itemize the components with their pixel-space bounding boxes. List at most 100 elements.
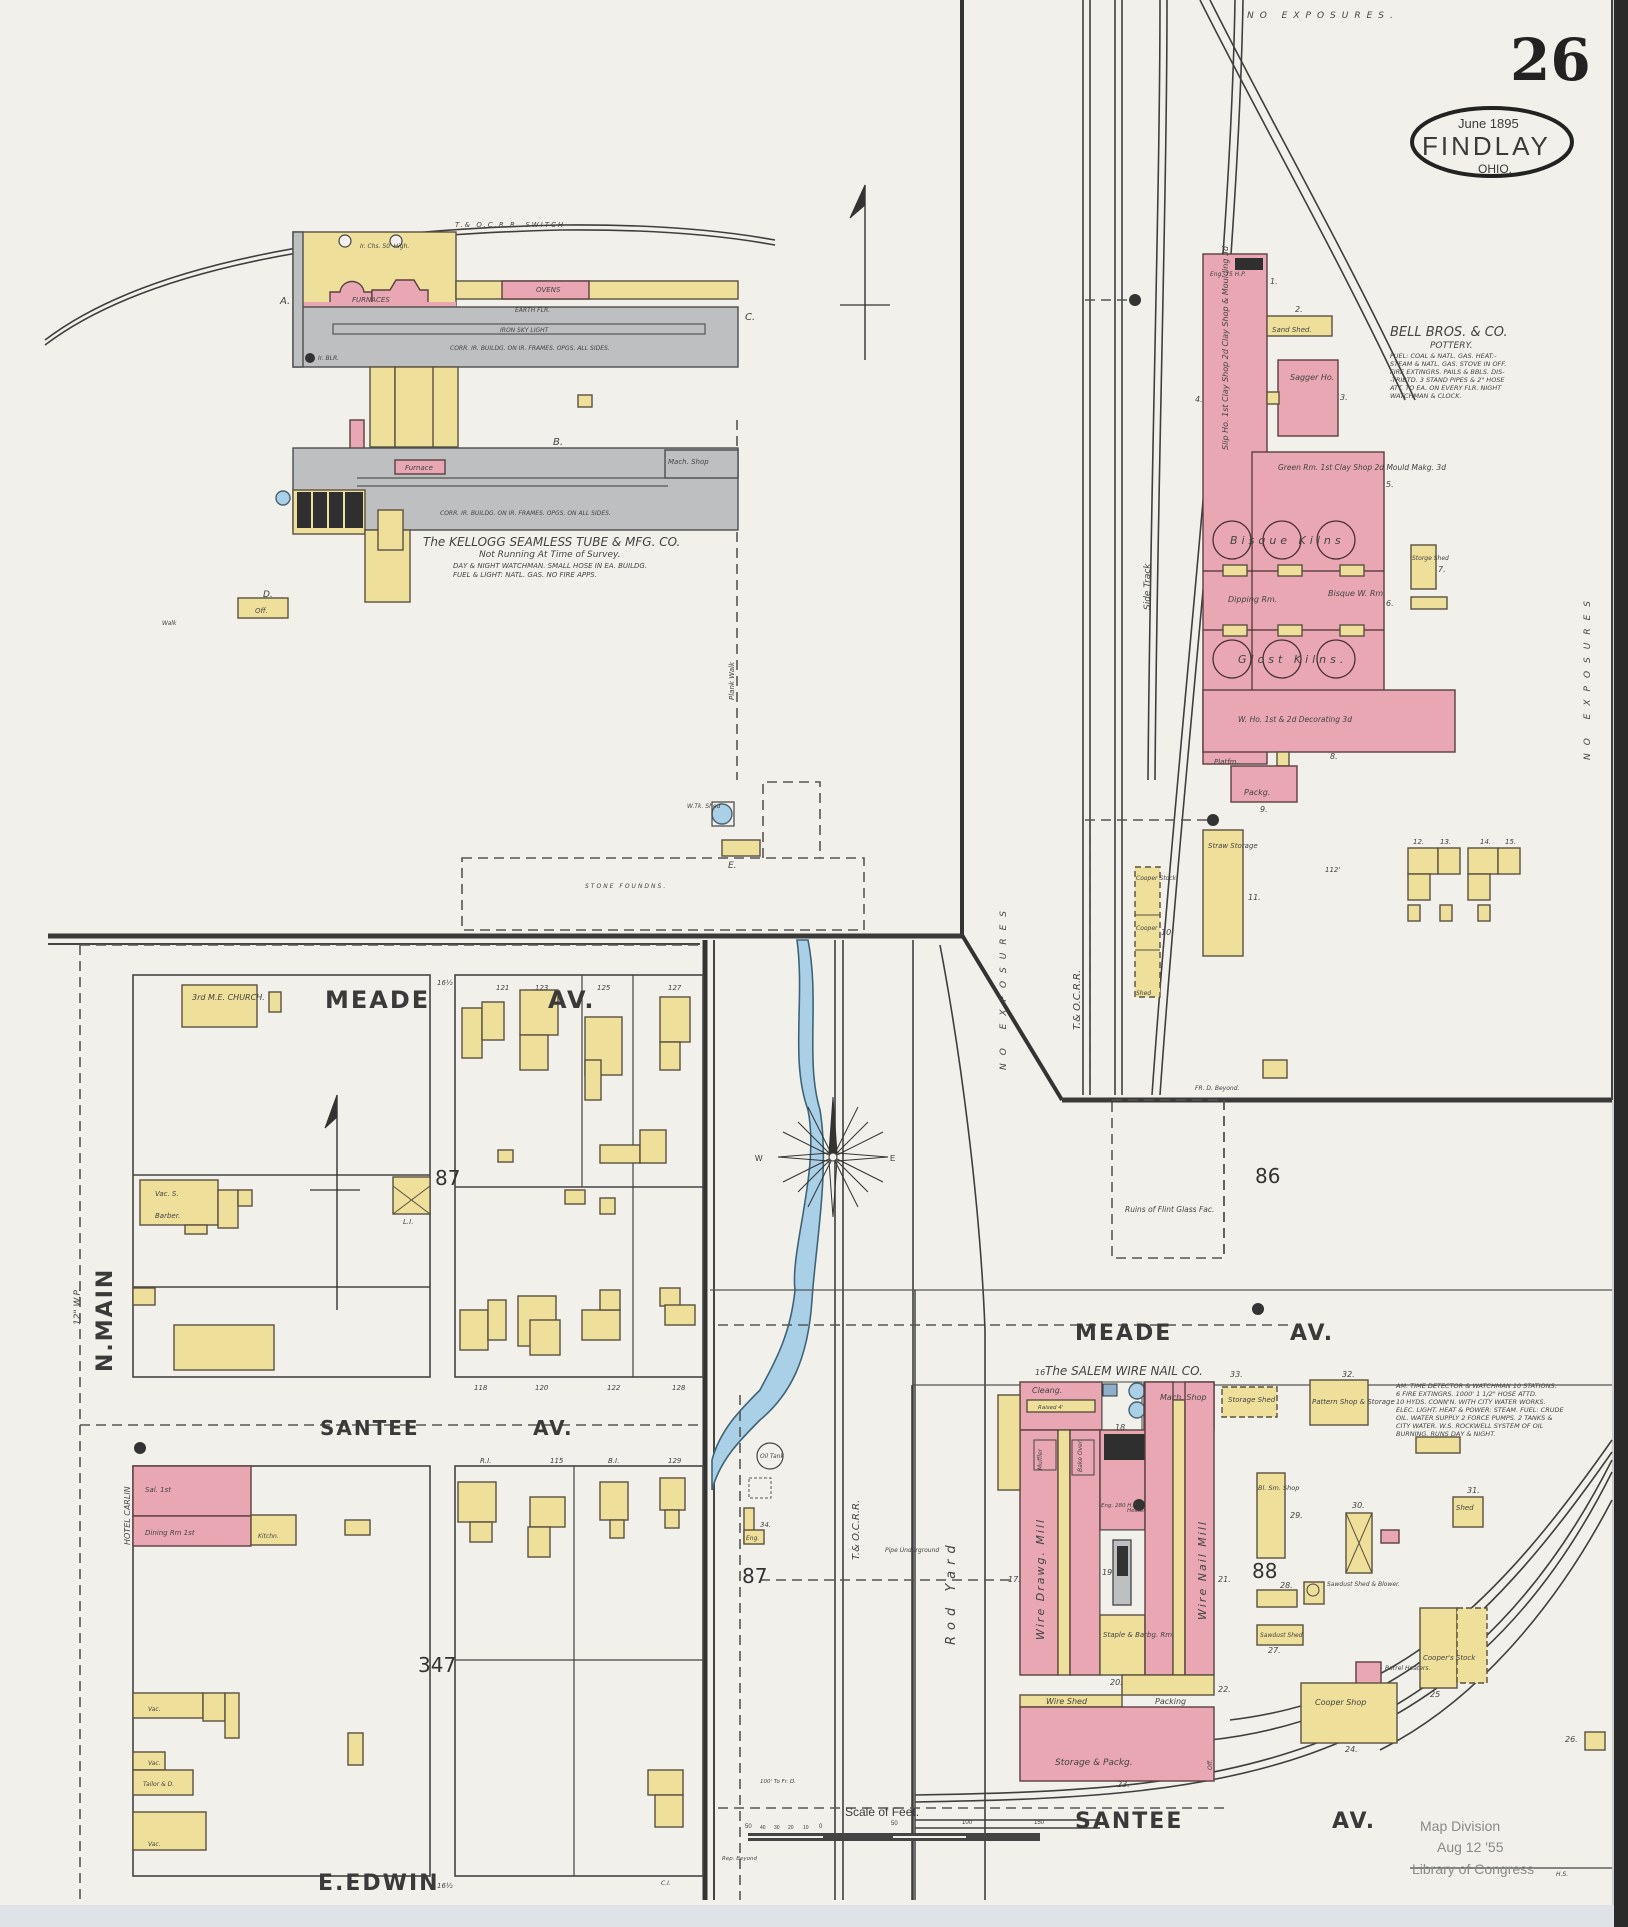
bell-bldg-10: 10 (1161, 928, 1171, 937)
house-115: 115 (550, 1457, 564, 1465)
salem-bldg-28: 28. (1280, 1581, 1293, 1590)
hotel-carlin-label: HOTEL CARLIN (123, 1486, 132, 1545)
earth-flr-label: EARTH FLR. (515, 307, 550, 314)
bell-bldg-3: 3. (1340, 393, 1348, 402)
block-number-86: 86 (1255, 1164, 1280, 1188)
rod-yard-label: Rod Yard (944, 1539, 959, 1645)
cooper-shop-label: Cooper Shop (1315, 1698, 1366, 1707)
cooper-label: Cooper (1136, 925, 1158, 932)
width-1: 16½ (437, 979, 453, 987)
bell-bldg-12: 12. (1413, 838, 1424, 846)
bl-sm-shop-label: Bl. Sm. Shop (1258, 1484, 1299, 1492)
kellogg-bldg-b: B. (553, 437, 563, 448)
scale-tick-10: 10 (803, 1825, 809, 1831)
boiler-label: Ir. BLR. (318, 355, 339, 362)
salem-bldg-30: 30. (1352, 1501, 1365, 1510)
block-number-87-west: 87 (435, 1166, 460, 1190)
ovens-label: OVENS (536, 286, 561, 294)
exposures-rr-label: NO EXPOSURES (999, 903, 1009, 1070)
kellogg-bldg-a: A. (279, 296, 290, 307)
salem-bldg-33: 33. (1230, 1370, 1243, 1379)
bisque-w-rm-label: Bisque W. Rm. (1328, 589, 1386, 598)
saloon-label: Sal. 1st (145, 1486, 171, 1494)
salem-bldg-18: 18. (1115, 1423, 1128, 1432)
salem-bldg-23: 23. (1117, 1780, 1130, 1789)
mach-shop-label: Mach. Shop (668, 458, 709, 466)
rep-beyond: Rep. Beyond (722, 1856, 757, 1862)
stone-foundations-label: STONE FOUNDNS. (585, 883, 667, 890)
bell-notes-1: STEAM & NATL. GAS. STOVE IN OFF. (1390, 360, 1506, 368)
packing-label: Packing (1155, 1697, 1186, 1706)
heater-label: Heater (1127, 1508, 1146, 1514)
barber-label: Barber. (155, 1212, 180, 1220)
vac-s-label: Vac. S. (155, 1190, 179, 1198)
salem-bldg-31: 31. (1467, 1486, 1480, 1495)
vac-label-2: Vac. (148, 1760, 161, 1767)
bell-company-name: BELL BROS. & CO. (1390, 325, 1508, 340)
cooper-stock-label: Cooper Stock (1136, 875, 1177, 882)
stamp-initials: H.S. (1556, 1871, 1568, 1878)
house-127: 127 (668, 984, 682, 992)
salem-bldg-26: 26. (1565, 1735, 1578, 1744)
scale-bar (748, 1833, 1040, 1841)
bell-bldg-11: 11. (1248, 893, 1261, 902)
salem-bldg-20: 20. (1110, 1678, 1123, 1687)
house-ri: R.I. (480, 1457, 491, 1465)
bisque-kilns-label: Bisque Kilns (1230, 534, 1345, 547)
rr-north-label: T.& O.C.R.R. (1072, 970, 1083, 1030)
dining-label: Dining Rm 1st (145, 1529, 195, 1537)
street-meade-east: MEADE (1075, 1321, 1172, 1346)
cleang-label: Cleang. (1032, 1386, 1062, 1395)
bell-engine-label: Eng. 75 H.P. (1210, 271, 1246, 278)
wire-drawg-mill-label: Wire Drawg. Mill (1034, 1518, 1047, 1640)
scale-tick-0: 0 (819, 1824, 823, 1830)
office-label: Off. (255, 607, 268, 615)
furnaces-label: FURNACES (352, 296, 390, 304)
eng-label: Eng. (746, 1535, 759, 1542)
bell-type: POTTERY. (1430, 341, 1473, 351)
scale-tick-100: 100 (962, 1820, 973, 1826)
salem-notes-6: BURNING. RUNS DAY & NIGHT. (1396, 1430, 1495, 1438)
house-121: 121 (496, 984, 509, 992)
bell-bldg-13: 13. (1440, 838, 1451, 846)
exposures-right-label: NO EXPOSURES (1583, 593, 1593, 760)
bell-bldg-15: 15. (1505, 838, 1516, 846)
scale-title: Scale of Feet. (845, 1805, 919, 1819)
tailor-label: Tailor & D. (143, 1781, 174, 1788)
dashed-lines (79, 299, 1290, 1900)
salem-bldg-25: 25 (1430, 1690, 1440, 1699)
mach-shop-salem-label: Mach. Shop (1160, 1393, 1206, 1402)
wire-nail-mill-label: Wire Nail Mill (1196, 1520, 1209, 1620)
title-cartouche (1410, 106, 1574, 178)
dist-to-frd: 100' To Fr. D. (760, 1779, 796, 1785)
house-123: 123 (535, 984, 548, 992)
bell-notes-4: ATT. TO EA. ON EVERY FLR. NIGHT (1389, 384, 1502, 392)
salem-bldg-29: 29. (1290, 1511, 1303, 1520)
iron-skylight-label: IRON SKY LIGHT (500, 327, 550, 334)
kellogg-bldg-c: C. (745, 312, 755, 323)
w-ho-label: W. Ho. 1st & 2d Decorating 3d (1238, 715, 1352, 724)
muffler-label: Muffler (1037, 1448, 1044, 1470)
kellogg-bldg-e: E. (728, 861, 737, 871)
bell-bldg-8: 8. (1330, 752, 1338, 761)
oil-tank-label: Oil Tank (760, 1453, 784, 1460)
street-santee-east: SANTEE (1075, 1809, 1183, 1834)
salem-bldg-19: 19 (1102, 1568, 1112, 1577)
railroad-tracks-south (710, 940, 1613, 1900)
bell-notes-5: WATCHMAN & CLOCK. (1390, 392, 1462, 400)
creek (711, 939, 825, 1491)
side-track-label: Side Track (1143, 563, 1153, 610)
cartouche-date: June 1895 (1458, 116, 1519, 131)
scale-tick-150: 150 (1034, 1820, 1045, 1826)
scan-edge (1614, 0, 1628, 1927)
kellogg-works (237, 231, 761, 857)
salem-shed-label: Shed (1456, 1504, 1474, 1512)
house-125: 125 (597, 984, 611, 992)
corr-iron-label-2: CORR. IR. BUILDG. ON IR. FRAMES. OPGS. O… (440, 510, 611, 517)
sheet-boundaries (48, 0, 1613, 1900)
green-rm-label: Green Rm. 1st Clay Shop 2d Mould Makg. 3… (1278, 463, 1446, 472)
straw-storage-label: Straw Storage (1208, 842, 1258, 850)
railroad-tracks-north (44, 0, 1416, 1096)
raised-label: Raised 4' (1038, 1405, 1063, 1411)
salem-notes-5: CITY WATER. W.S. ROCKWELL SYSTEM OF OIL (1396, 1422, 1544, 1430)
